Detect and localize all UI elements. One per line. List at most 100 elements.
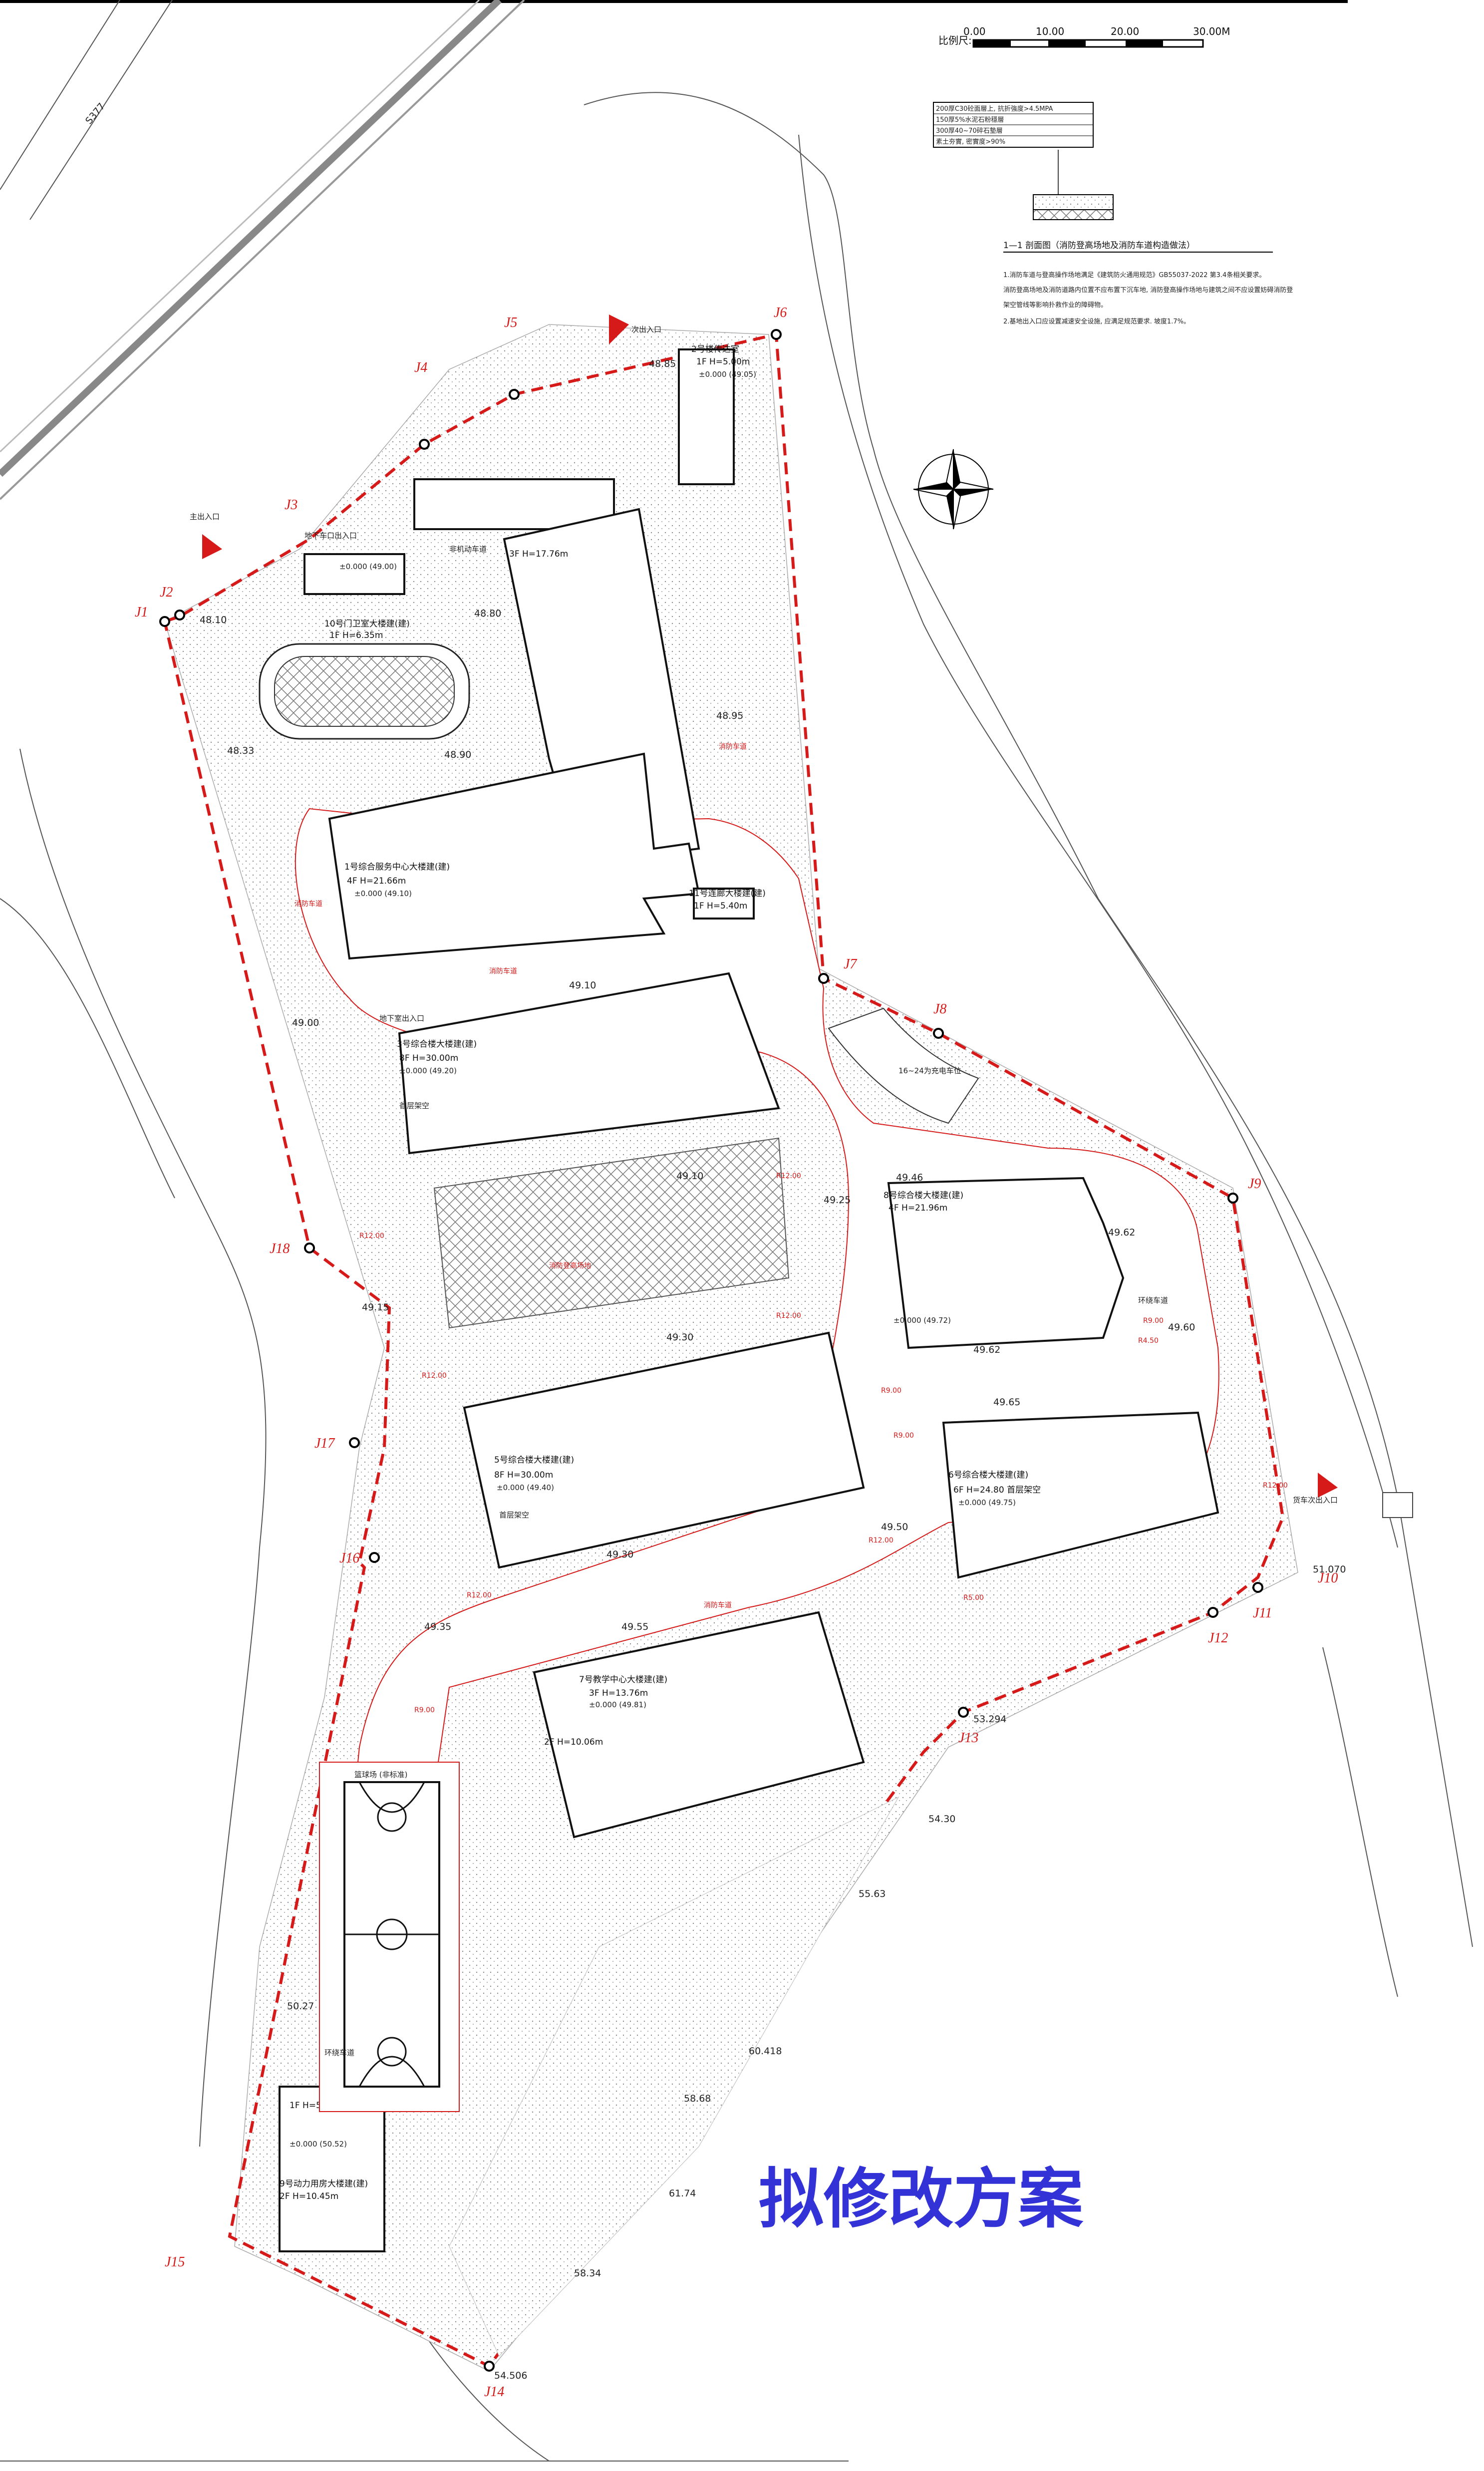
svg-text:R4.50: R4.50 bbox=[1138, 1337, 1159, 1345]
svg-text:4F H=21.66m: 4F H=21.66m bbox=[347, 876, 406, 886]
svg-text:主出入口: 主出入口 bbox=[190, 512, 220, 521]
svg-text:R12.00: R12.00 bbox=[869, 1537, 893, 1544]
svg-text:±0.000 (49.20): ±0.000 (49.20) bbox=[399, 1066, 457, 1075]
svg-text:±0.000 (49.40): ±0.000 (49.40) bbox=[497, 1483, 554, 1492]
boundary-point-j11: J11 bbox=[1252, 1582, 1272, 1621]
svg-text:30.00M: 30.00M bbox=[1193, 25, 1230, 37]
entrance-north: 次出入口 bbox=[609, 314, 661, 344]
building-5: 5号综合楼大楼建(建) 8F H=30.00m ±0.000 (49.40) bbox=[463, 1331, 865, 1569]
svg-text:55.63: 55.63 bbox=[859, 1888, 886, 1899]
elevation-markers: 48.85 48.10 48.80 48.33 48.90 48.95 49.1… bbox=[200, 358, 1346, 2381]
svg-text:200厚C30砼面層上, 抗折強度>4.5MPA: 200厚C30砼面層上, 抗折強度>4.5MPA bbox=[936, 105, 1053, 113]
svg-text:R12.00: R12.00 bbox=[776, 1312, 801, 1320]
svg-text:3F H=13.76m: 3F H=13.76m bbox=[589, 1688, 648, 1698]
boundary-point-j5: J5 bbox=[504, 315, 520, 400]
svg-text:J14: J14 bbox=[484, 2384, 504, 2400]
svg-text:2F H=10.45m: 2F H=10.45m bbox=[280, 2191, 338, 2201]
label-circle-road-2: 环绕车道 bbox=[324, 2048, 354, 2057]
svg-text:±0.000 (49.75): ±0.000 (49.75) bbox=[958, 1498, 1016, 1507]
label-basement-entry2: 地下室出入口 bbox=[379, 1014, 424, 1023]
road-label: S377 bbox=[83, 101, 107, 126]
svg-text:49.62: 49.62 bbox=[1108, 1227, 1135, 1238]
building-6: 6号综合楼大楼建(建) 6F H=24.80 首层架空 ±0.000 (49.7… bbox=[942, 1411, 1219, 1579]
boundary-point-j12: J12 bbox=[1207, 1607, 1228, 1646]
svg-text:消防登高场地: 消防登高场地 bbox=[549, 1261, 591, 1270]
svg-text:6F H=24.80 首层架空: 6F H=24.80 首层架空 bbox=[953, 1485, 1041, 1495]
svg-text:48.33: 48.33 bbox=[227, 745, 254, 756]
svg-text:次出入口: 次出入口 bbox=[631, 325, 661, 334]
svg-text:49.10: 49.10 bbox=[569, 980, 596, 991]
boundary-point-j8: J8 bbox=[933, 1001, 946, 1039]
scale-bar: 比例尺: 0.00 10.00 20.00 30.00M bbox=[938, 25, 1230, 48]
entrance-west: 主出入口 bbox=[190, 512, 222, 559]
highway-s377: S377 bbox=[0, 0, 525, 500]
svg-text:49.50: 49.50 bbox=[881, 1522, 908, 1533]
boundary-point-j17: J17 bbox=[314, 1436, 360, 1451]
svg-text:±0.000 (49.72): ±0.000 (49.72) bbox=[893, 1316, 951, 1325]
label-ground-floor-2: 首层架空 bbox=[499, 1511, 529, 1520]
svg-text:1—1 剖面图（消防登高场地及消防车道构造做法）: 1—1 剖面图（消防登高场地及消防车道构造做法） bbox=[1003, 241, 1195, 251]
label-ground-floor-1: 首层架空 bbox=[399, 1101, 429, 1110]
svg-text:J8: J8 bbox=[933, 1001, 946, 1017]
svg-text:2F H=10.06m: 2F H=10.06m bbox=[544, 1737, 603, 1747]
building-3: 3号综合楼大楼建(建) 8F H=30.00m ±0.000 (49.20) bbox=[397, 972, 780, 1155]
building-1: 1号综合服务中心大楼建(建) 4F H=21.66m ±0.000 (49.10… bbox=[328, 752, 700, 960]
svg-text:150厚5%水泥石粉穩層: 150厚5%水泥石粉穩層 bbox=[936, 116, 1004, 124]
svg-text:53.294: 53.294 bbox=[973, 1714, 1006, 1725]
parking-lot-east: 16~24为充电车位 bbox=[828, 1007, 979, 1124]
svg-text:8F H=30.00m: 8F H=30.00m bbox=[494, 1470, 553, 1480]
svg-text:10.00: 10.00 bbox=[1036, 25, 1064, 37]
svg-text:48.10: 48.10 bbox=[200, 615, 227, 625]
fire-rescue-area: 消防登高场地 bbox=[433, 1137, 790, 1329]
svg-text:1F H=6.35m: 1F H=6.35m bbox=[329, 630, 383, 640]
svg-text:J5: J5 bbox=[504, 315, 517, 330]
svg-text:49.30: 49.30 bbox=[666, 1332, 693, 1343]
svg-text:R9.00: R9.00 bbox=[1143, 1317, 1164, 1325]
svg-text:比例尺:: 比例尺: bbox=[938, 34, 972, 46]
svg-text:61.74: 61.74 bbox=[669, 2188, 696, 2199]
svg-text:J1: J1 bbox=[135, 605, 148, 620]
svg-text:R12.00: R12.00 bbox=[1263, 1482, 1288, 1490]
svg-text:11号连廊大楼建(建): 11号连廊大楼建(建) bbox=[689, 889, 766, 899]
svg-text:49.46: 49.46 bbox=[896, 1172, 923, 1183]
svg-text:0.00: 0.00 bbox=[963, 25, 986, 37]
svg-text:J12: J12 bbox=[1208, 1630, 1228, 1646]
boundary-point-j1: J1 bbox=[135, 605, 170, 627]
svg-text:J4: J4 bbox=[414, 360, 427, 375]
svg-text:48.90: 48.90 bbox=[444, 749, 471, 760]
label-bike-lane: 非机动车道 bbox=[449, 545, 487, 554]
svg-text:49.35: 49.35 bbox=[424, 1621, 451, 1632]
boundary-point-j10: J10 bbox=[1318, 1570, 1338, 1586]
svg-text:消防登高场地及消防道路内位置不应布置下沉车地, 消防登高操作: 消防登高场地及消防道路内位置不应布置下沉车地, 消防登高操作场地与建筑之间不应设… bbox=[1003, 286, 1293, 294]
svg-text:9号动力用房大楼建(建): 9号动力用房大楼建(建) bbox=[280, 2179, 368, 2189]
svg-text:48.80: 48.80 bbox=[474, 608, 501, 619]
svg-text:±0.000 (49.05): ±0.000 (49.05) bbox=[699, 370, 756, 379]
svg-text:J18: J18 bbox=[270, 1241, 290, 1256]
label-fire-lane-3: 消防车道 bbox=[295, 900, 322, 908]
svg-text:±0.000 (50.52): ±0.000 (50.52) bbox=[290, 2140, 347, 2149]
svg-text:J15: J15 bbox=[165, 2254, 185, 2270]
boundary-point-j14: J14 bbox=[484, 2361, 504, 2400]
section-detail: 200厚C30砼面層上, 抗折強度>4.5MPA 150厚5%水泥石粉穩層 30… bbox=[933, 102, 1293, 325]
label-fire-lane-1: 消防车道 bbox=[719, 742, 747, 751]
svg-text:8F H=30.00m: 8F H=30.00m bbox=[399, 1053, 458, 1063]
svg-text:300厚40~70碎石墊層: 300厚40~70碎石墊層 bbox=[936, 127, 1003, 135]
slope-area bbox=[449, 1796, 899, 2357]
svg-text:49.60: 49.60 bbox=[1168, 1322, 1195, 1333]
boundary-point-j3: J3 bbox=[285, 497, 297, 513]
svg-text:1.消防车道与登高操作场地满足《建筑防火通用规范》GB550: 1.消防车道与登高操作场地满足《建筑防火通用规范》GB55037-2022 第3… bbox=[1003, 271, 1265, 279]
boundary-points: J1 J2 J3 J4 J5 J6 J7 J8 J9 J10 J11 J12 J… bbox=[135, 305, 1338, 2400]
boundary-point-j15: J15 bbox=[165, 2254, 185, 2270]
svg-text:±0.000 (49.10): ±0.000 (49.10) bbox=[354, 889, 412, 898]
entrance-east: 货车次出入口 bbox=[1293, 1473, 1338, 1505]
north-arrow-icon bbox=[913, 449, 994, 530]
svg-text:1F H=5.00m: 1F H=5.00m bbox=[696, 357, 750, 367]
svg-text:J10: J10 bbox=[1318, 1570, 1338, 1586]
svg-text:3号综合楼大楼建(建): 3号综合楼大楼建(建) bbox=[397, 1039, 477, 1049]
svg-text:49.65: 49.65 bbox=[993, 1397, 1020, 1408]
svg-text:J16: J16 bbox=[339, 1550, 359, 1566]
svg-text:4F H=21.96m: 4F H=21.96m bbox=[889, 1203, 947, 1213]
building-10: 10号门卫室大楼建(建) 1F H=6.35m ±0.000 (49.00) bbox=[303, 478, 615, 640]
svg-text:49.62: 49.62 bbox=[973, 1344, 1000, 1355]
